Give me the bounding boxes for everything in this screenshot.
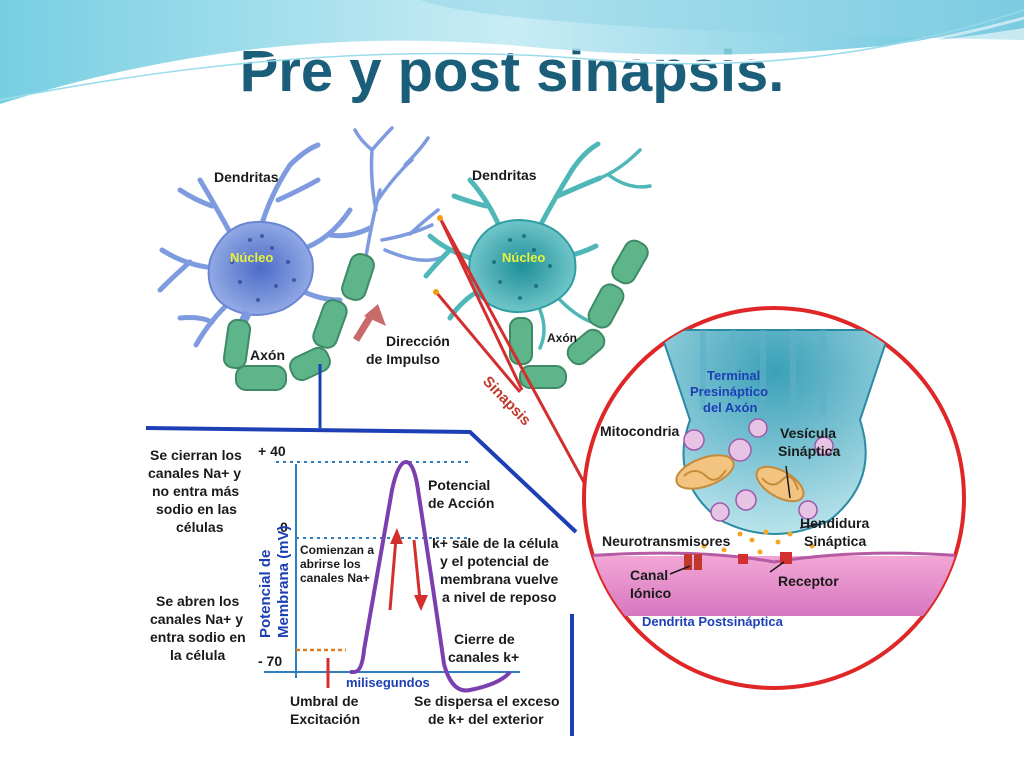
svg-text:la célula: la célula bbox=[170, 647, 225, 663]
svg-text:entra sodio en: entra sodio en bbox=[150, 629, 246, 645]
svg-text:canales Na+ y: canales Na+ y bbox=[150, 611, 243, 627]
y-tick-bottom: - 70 bbox=[258, 653, 282, 669]
synaptic-vesicle-icon bbox=[683, 418, 834, 522]
svg-text:Potencial: Potencial bbox=[428, 477, 490, 493]
presynaptic-soma bbox=[207, 220, 314, 316]
action-potential-graph: + 40 0 - 70 milisegundos Potencial de Me… bbox=[145, 364, 578, 736]
svg-text:canales k+: canales k+ bbox=[448, 649, 519, 665]
svg-text:Se abren los: Se abren los bbox=[156, 593, 239, 609]
svg-text:Excitación: Excitación bbox=[290, 711, 360, 727]
postsynaptic-axon-label: Axón bbox=[547, 331, 577, 345]
impulse-direction-label-2: de Impulso bbox=[366, 351, 440, 367]
potassium-exit-note: k+ sale de la célula y el potencial de m… bbox=[432, 535, 559, 605]
neurotransmitter-icon bbox=[701, 529, 815, 555]
cleft-label-1: Hendidura bbox=[800, 515, 869, 531]
postsynaptic-neuron: Dendritas Núcleo Axón bbox=[423, 141, 652, 389]
potassium-disperse-note: Se dispersa el exceso de k+ del exterior bbox=[414, 693, 560, 727]
threshold-note: Umbral de Excitación bbox=[290, 693, 360, 727]
terminal-label-2: Presináptico bbox=[690, 384, 768, 399]
synapse-detail-circle: Terminal Presináptico del Axón Mitocondr… bbox=[582, 306, 966, 690]
sodium-open-note: Se abren los canales Na+ y entra sodio e… bbox=[150, 593, 246, 663]
svg-text:sodio en las: sodio en las bbox=[156, 501, 237, 517]
presynaptic-axon bbox=[222, 253, 375, 391]
impulse-direction-arrow-icon bbox=[353, 304, 386, 342]
postsynaptic-label: Dendrita Postsináptica bbox=[642, 614, 784, 629]
svg-text:células: células bbox=[176, 519, 224, 535]
receptor-icon bbox=[738, 552, 792, 564]
svg-text:Se cierran los: Se cierran los bbox=[150, 447, 242, 463]
sodium-close-note: Se cierran los canales Na+ y no entra má… bbox=[148, 447, 242, 535]
svg-text:Comienzan a: Comienzan a bbox=[300, 543, 374, 557]
svg-text:Se dispersa el exceso: Se dispersa el exceso bbox=[414, 693, 560, 709]
svg-text:canales Na+: canales Na+ bbox=[300, 571, 370, 585]
svg-text:abrirse los: abrirse los bbox=[300, 557, 361, 571]
vesicle-label-2: Sináptica bbox=[778, 443, 840, 459]
cleft-label-2: Sináptica bbox=[804, 533, 866, 549]
postsynaptic-dendrites-label: Dendritas bbox=[472, 167, 537, 183]
ion-channel-label-1: Canal bbox=[630, 567, 668, 583]
action-potential-note: Potencial de Acción bbox=[428, 477, 494, 511]
mitochondria-icon bbox=[675, 454, 805, 503]
potassium-close-note: Cierre de canales k+ bbox=[448, 631, 519, 665]
svg-text:no entra más: no entra más bbox=[152, 483, 239, 499]
synapse-zoom-lines bbox=[433, 215, 588, 487]
presynaptic-neuron: Dendritas Núcleo Axón bbox=[157, 126, 442, 391]
y-axis-label-2: Membrana (mV) bbox=[275, 525, 292, 638]
y-tick-zero: 0 bbox=[280, 519, 288, 535]
svg-text:Cierre de: Cierre de bbox=[454, 631, 515, 647]
y-axis-label-1: Potencial de bbox=[257, 550, 274, 638]
terminal-label-3: del Axón bbox=[703, 400, 757, 415]
sodium-start-open-note: Comienzan a abrirse los canales Na+ bbox=[300, 543, 374, 585]
impulse-direction-label: Dirección bbox=[386, 333, 450, 349]
ion-channel-icon bbox=[684, 554, 702, 570]
depolarization-arrow-icon bbox=[388, 528, 403, 611]
presynaptic-axon-label: Axón bbox=[250, 347, 285, 363]
svg-text:a nivel de reposo: a nivel de reposo bbox=[442, 589, 556, 605]
y-tick-top: + 40 bbox=[258, 443, 286, 459]
ion-channel-label-2: Iónico bbox=[630, 585, 671, 601]
repolarization-arrow-icon bbox=[412, 539, 428, 611]
header-banner bbox=[0, 0, 1024, 114]
vesicle-label-1: Vesícula bbox=[780, 425, 836, 441]
action-potential-curve bbox=[350, 459, 512, 693]
receptor-label: Receptor bbox=[778, 573, 839, 589]
svg-text:de k+ del exterior: de k+ del exterior bbox=[428, 711, 544, 727]
svg-text:de Acción: de Acción bbox=[428, 495, 494, 511]
postsynaptic-membrane bbox=[584, 556, 964, 616]
svg-text:Umbral de: Umbral de bbox=[290, 693, 359, 709]
postsynaptic-nucleus-label: Núcleo bbox=[502, 250, 545, 265]
postsynaptic-axon bbox=[509, 239, 649, 389]
neurotransmitters-label: Neurotransmisores bbox=[602, 533, 731, 549]
x-axis-label: milisegundos bbox=[346, 675, 430, 690]
presynaptic-dendrites-label: Dendritas bbox=[214, 169, 279, 185]
presynaptic-nucleus-label: Núcleo bbox=[230, 250, 273, 265]
svg-text:membrana vuelve: membrana vuelve bbox=[440, 571, 558, 587]
terminal-label-1: Terminal bbox=[707, 368, 760, 383]
svg-text:canales Na+ y: canales Na+ y bbox=[148, 465, 241, 481]
svg-text:y el potencial de: y el potencial de bbox=[440, 553, 549, 569]
svg-text:k+ sale de la célula: k+ sale de la célula bbox=[432, 535, 559, 551]
mitochondria-label: Mitocondria bbox=[600, 423, 680, 439]
